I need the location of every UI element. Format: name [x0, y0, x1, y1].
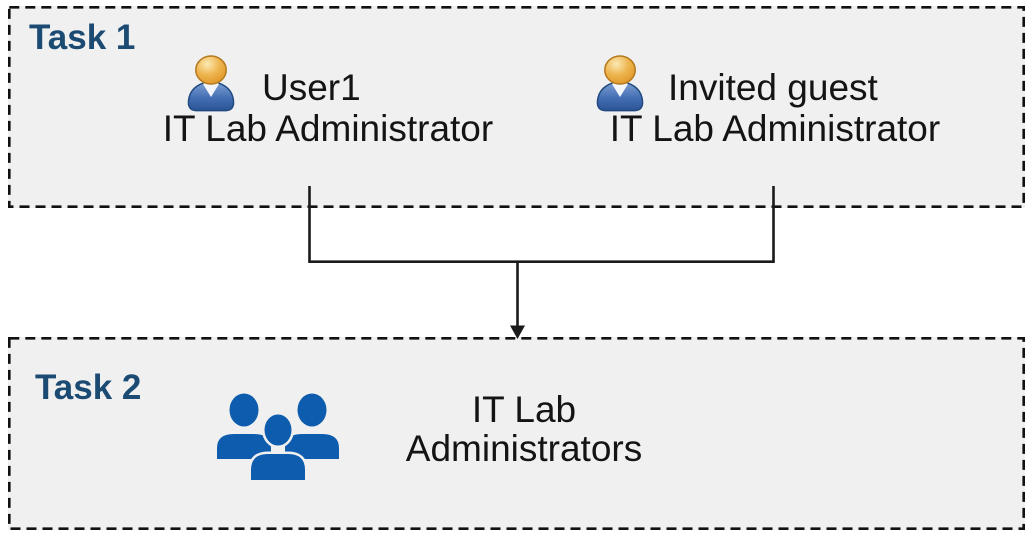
task2-box: Task 2 IT Lab Administrators — [8, 337, 1025, 530]
member-name: Invited guest — [668, 67, 878, 108]
person-icon — [187, 55, 235, 112]
people-group-icon — [217, 393, 339, 480]
member-role: IT Lab Administrator — [162, 108, 494, 149]
member-role: IT Lab Administrator — [609, 108, 941, 149]
group-name: IT Lab Administrators — [405, 389, 643, 469]
task1-label: Task 1 — [29, 18, 136, 57]
task2-label: Task 2 — [35, 368, 142, 407]
task1-box: Task 1 User1 IT Lab Administrator — [8, 6, 1025, 208]
member-name: User1 — [262, 67, 361, 108]
person-icon — [596, 55, 644, 112]
